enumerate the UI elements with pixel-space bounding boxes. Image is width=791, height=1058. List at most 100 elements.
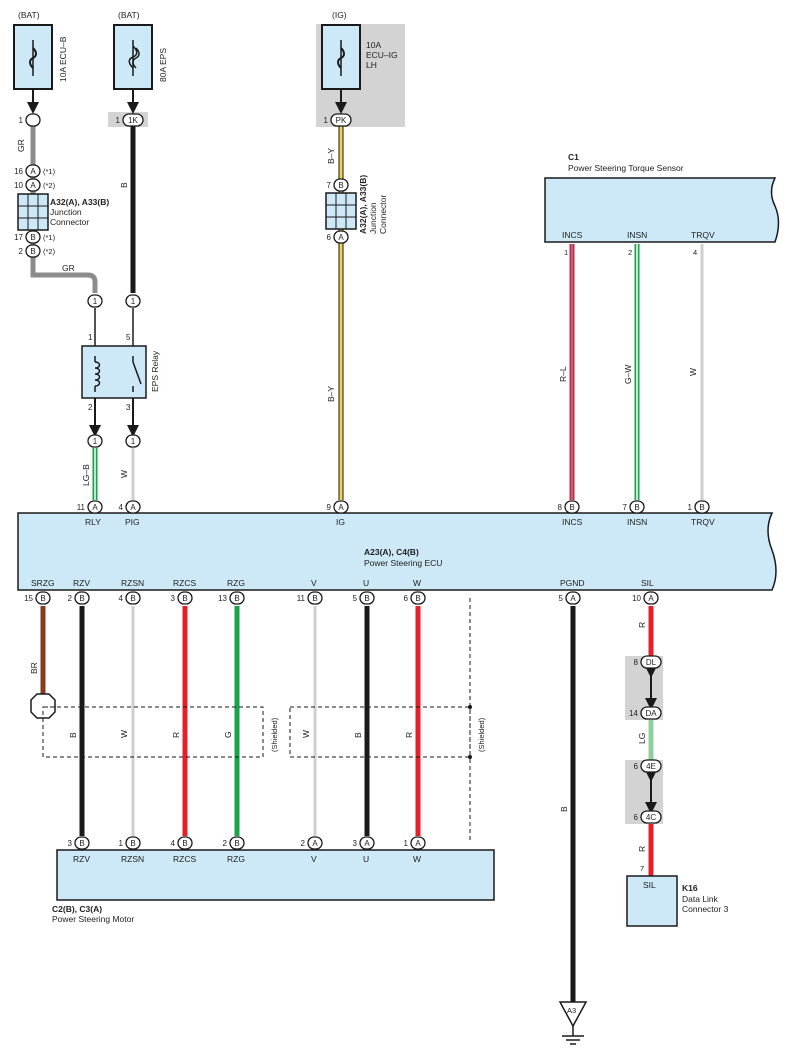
svg-text:Connector 3: Connector 3 [682,904,729,914]
svg-text:INCS: INCS [562,230,583,240]
relay-pin-number: 5 [126,333,131,342]
pin-number: 1 [688,503,693,512]
pin-number: 17 [14,233,23,242]
wire-label-w-rzsn: W [119,730,129,738]
pin-letter: B [79,594,84,603]
svg-text:EPS Relay: EPS Relay [150,350,160,392]
eps-relay: EPS Relay [81,345,160,399]
power-source-bat-2: (BAT) [118,10,140,20]
svg-text:U: U [363,578,369,588]
connector-pin: 1 [87,294,103,308]
junction-connector-1: A32(A), A33(B) Junction Connector [17,193,109,231]
power-steering-motor: RZV RZSN RZCS RZG V U W C2(B), C3(A) Pow… [52,849,495,924]
pin-number: 1 [116,116,121,125]
fuse-ecu-ig-lh: 10A ECU–IG LH [321,24,398,90]
pin-letter: B [30,233,35,242]
svg-text:V: V [311,578,317,588]
svg-text:RZG: RZG [227,578,245,588]
pin-number: 5 [559,594,564,603]
connector-pin: B3 [68,836,90,850]
svg-text:A23(A), C4(B): A23(A), C4(B) [364,547,419,557]
svg-text:ECU–IG: ECU–IG [366,50,398,60]
pin-number: 2 [301,839,306,848]
wire-label-b-eps: B [119,182,129,188]
pin-number: 4 [119,503,124,512]
connector-pin: PK1 [324,113,352,127]
svg-text:RZV: RZV [73,578,90,588]
shield-node-bottom [468,755,472,759]
wire-label-b-rzv: B [68,732,78,738]
connector-pin: B1 [119,836,141,850]
svg-text:10A ECU–B: 10A ECU–B [58,36,68,82]
pin-note: (*2) [43,247,56,256]
pin-letter: B [130,839,135,848]
svg-text:Junction: Junction [50,207,82,217]
ground-a3: A3 [558,1001,588,1045]
pin-letter: A [312,839,318,848]
svg-text:SIL: SIL [643,880,656,890]
svg-text:Junction: Junction [368,202,378,234]
pin-letter: 1 [131,437,136,446]
pin-number: 3 [68,839,73,848]
pin-number: 6 [327,233,332,242]
shield-label-2: (Shielded) [477,717,486,752]
connector-pin: 4C 6 [634,810,662,824]
pin-number: 2 [68,594,73,603]
svg-text:RZCS: RZCS [173,578,196,588]
connector-pin: 1K1 [116,113,144,127]
svg-text:80A EPS: 80A EPS [158,48,168,82]
fuse-ecu-b: 10A ECU–B [13,24,68,90]
sensor-pin-4: 4 [693,248,697,257]
pin-number: 1 [19,116,24,125]
pin-number: 6 [404,594,409,603]
svg-text:INCS: INCS [562,517,583,527]
svg-text:A32(A), A33(B): A32(A), A33(B) [358,175,368,234]
connector-pin: B11 [297,591,323,605]
torque-sensor: C1 Power Steering Torque Sensor INCS INS… [544,152,780,243]
connector-pin: A10 [632,591,659,605]
svg-text:W: W [413,578,421,588]
wire-gr-top [30,126,98,293]
pin-letter: A [92,503,98,512]
svg-text:W: W [413,854,421,864]
pin-letter: DA [645,709,657,718]
wire-label-b-u: B [353,732,363,738]
wire-label-w-v: W [301,730,311,738]
pin-number: 6 [634,813,639,822]
pin-letter: 4E [646,762,656,771]
pin-letter: 4C [646,813,656,822]
svg-text:K16: K16 [682,883,698,893]
connector-pin: A6 [327,230,349,244]
pin-letter: B [338,181,343,190]
wire-label-w-pig: W [119,470,129,478]
connector-pin: B4 [171,836,193,850]
junction-connector-2: A32(A), A33(B) Junction Connector [325,175,388,234]
pin-letter: B [312,594,317,603]
pin-letter: A [415,839,421,848]
wire-label-r-sil-2: R [637,846,647,852]
shield-label-1: (Shielded) [270,717,279,752]
wire-label-g-rzg: G [223,731,233,738]
pin-number: 1 [119,839,124,848]
connector-pin: B13 [218,591,245,605]
connector-pin: 1 [125,434,141,448]
pin-letter: DL [646,658,657,667]
pin-number: 7 [327,181,332,190]
pin-number: 16 [14,167,23,176]
pin-letter: B [182,594,187,603]
pin-letter: B [634,503,639,512]
connector-pin: B7 [623,500,645,514]
sensor-pin-1: 1 [564,248,568,257]
connector-pin: B17(*1) [14,230,56,244]
connector-pin: A3 [353,836,375,850]
wire-label-by-2: B–Y [326,386,336,402]
pin-number: 4 [171,839,176,848]
connector-pin: B8 [558,500,580,514]
pin-letter: B [130,594,135,603]
svg-text:Connector: Connector [50,217,89,227]
svg-text:U: U [363,854,369,864]
svg-text:RLY: RLY [85,517,101,527]
pin-letter: B [79,839,84,848]
wire-label-r-sil-1: R [637,622,647,628]
pin-letter: B [569,503,574,512]
